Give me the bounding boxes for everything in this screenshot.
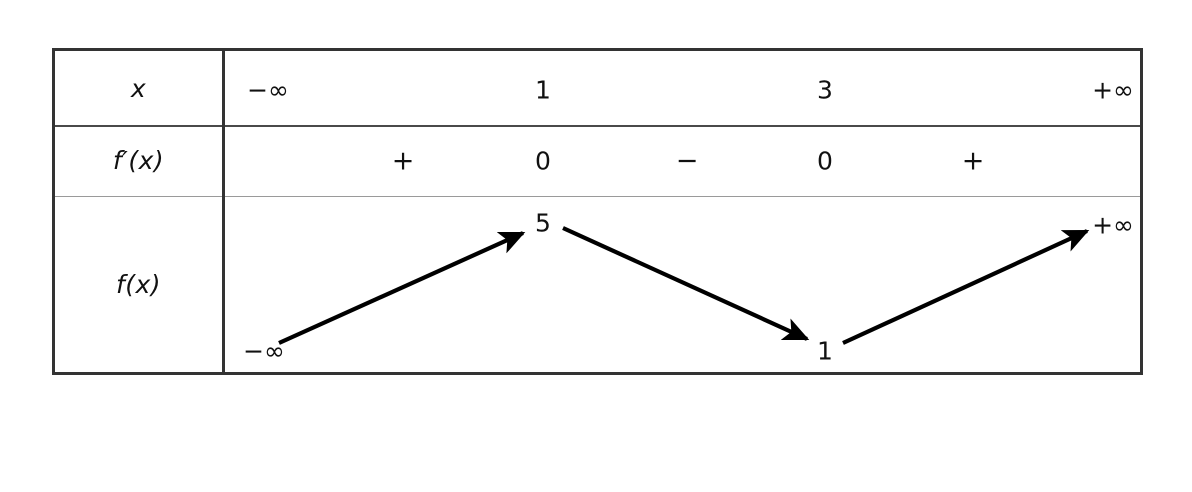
fprime-sign-plus-1: + (391, 145, 415, 177)
column-separator-labels (222, 51, 225, 372)
fprime-sign-plus-2: + (961, 145, 985, 177)
f-value-5: 5 (535, 208, 551, 238)
fprime-sign-minus: − (675, 145, 699, 177)
x-value-1: 1 (535, 75, 551, 105)
f-value-plus-infinity: +∞ (1092, 210, 1134, 240)
fprime-zero-at-1: 0 (535, 146, 551, 176)
row-label-f: f(x) (115, 269, 162, 299)
f-value-minus-infinity: −∞ (243, 336, 285, 366)
row-separator-fprime-f (55, 196, 1140, 197)
arrow-increasing-2 (842, 229, 1090, 345)
row-label-x: x (130, 73, 147, 103)
variation-table: x f′(x) f(x) −∞ 1 3 +∞ + 0 − 0 + −∞ 5 1 … (52, 48, 1143, 375)
row-separator-x-fprime (55, 125, 1140, 127)
x-value-plus-infinity: +∞ (1092, 75, 1134, 105)
fprime-zero-at-3: 0 (817, 146, 833, 176)
x-value-minus-infinity: −∞ (247, 75, 289, 105)
f-value-1: 1 (817, 336, 833, 366)
x-value-3: 3 (817, 75, 833, 105)
arrow-increasing-1 (278, 231, 526, 345)
arrow-decreasing (562, 226, 810, 341)
row-label-f-prime: f′(x) (112, 146, 165, 175)
